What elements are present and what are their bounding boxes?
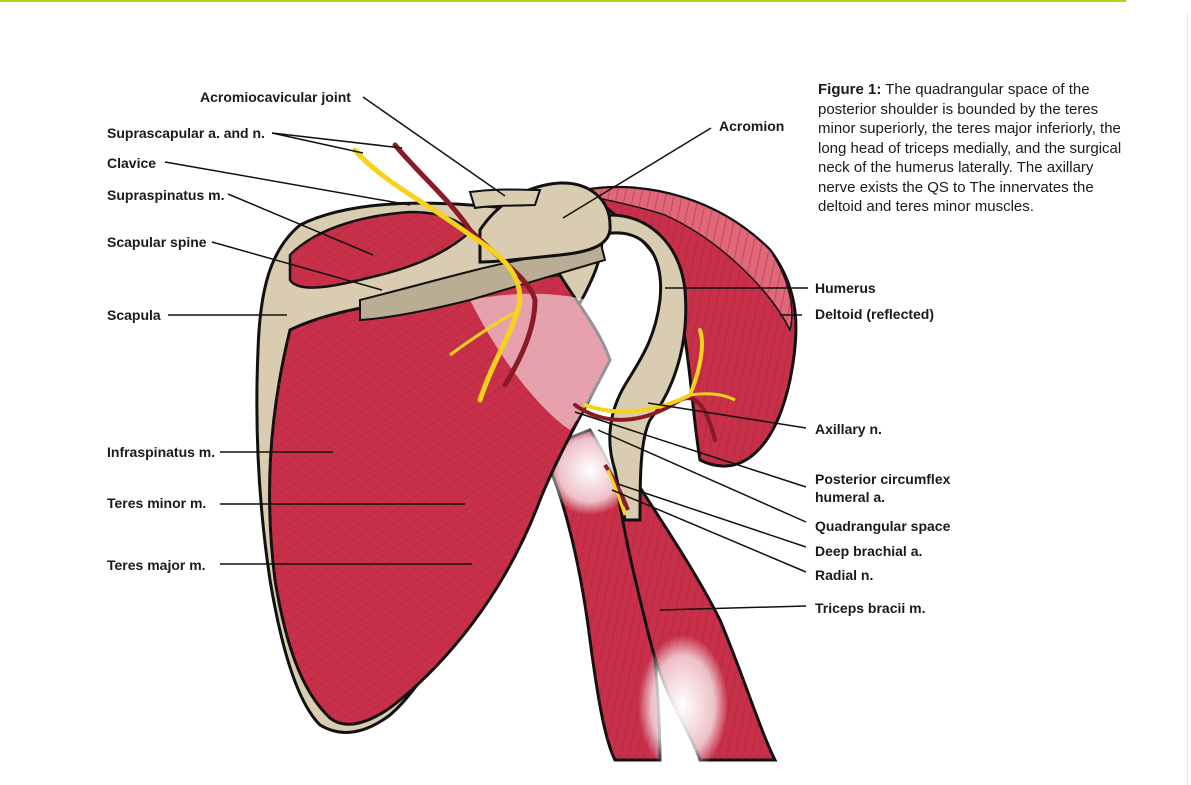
- label-posterior-circumflex-line1: Posterior circumflex: [815, 471, 951, 487]
- figure-caption: Figure 1: The quadrangular space of the …: [818, 80, 1128, 217]
- label-deltoid: Deltoid (reflected): [815, 306, 935, 322]
- leader-quadrangular-space: [597, 429, 807, 523]
- label-humerus: Humerus: [815, 280, 876, 296]
- label-scapula: Scapula: [107, 307, 161, 323]
- leader-axillary: [647, 402, 807, 429]
- label-triceps: Triceps bracii m.: [815, 600, 926, 616]
- leader-lines: [164, 96, 808, 611]
- label-teres-minor: Teres minor m.: [107, 495, 207, 511]
- leader-radial: [611, 489, 807, 573]
- label-scapular-spine: Scapular spine: [107, 234, 207, 250]
- label-suprascapular: Suprascapular a. and n.: [107, 125, 265, 141]
- label-supraspinatus: Supraspinatus m.: [107, 187, 225, 203]
- caption-text: The quadrangular space of the posterior …: [818, 81, 1122, 215]
- leader-triceps: [659, 605, 807, 611]
- suprascapular-vessels: [352, 142, 538, 403]
- triceps-muscle: [537, 425, 778, 775]
- leader-acromion: [562, 127, 712, 219]
- right-divider: [1187, 12, 1188, 785]
- header-accent-line: [0, 0, 1126, 2]
- caption-label: Figure 1:: [818, 81, 882, 98]
- label-deep-brachial: Deep brachial a.: [815, 543, 923, 559]
- label-axillary: Axillary n.: [815, 421, 882, 437]
- label-infraspinatus: Infraspinatus m.: [107, 444, 216, 460]
- label-posterior-circumflex-line2: humeral a.: [815, 489, 886, 505]
- leader-suprascapular-n: [271, 132, 364, 154]
- humerus-bone: [597, 213, 688, 522]
- leader-suprascapular-a: [271, 132, 403, 149]
- axillary-vessels: [573, 328, 736, 442]
- leader-supraspinatus: [227, 193, 374, 256]
- leader-posterior-circumflex: [574, 411, 807, 488]
- supraspinatus-muscle: [288, 210, 472, 289]
- acromion-bone: [468, 181, 612, 264]
- label-acromioclavicular-joint: Acromiocavicular joint: [200, 89, 351, 105]
- leader-acromioclavicular: [362, 96, 506, 197]
- scapular-spine: [359, 238, 607, 322]
- leader-scapular-spine: [211, 241, 383, 291]
- leader-clavice: [164, 161, 411, 206]
- label-teres-major: Teres major m.: [107, 557, 206, 573]
- label-radial: Radial n.: [815, 567, 874, 583]
- label-quadrangular-space: Quadrangular space: [815, 518, 951, 534]
- leader-deep-brachial: [617, 483, 807, 548]
- label-clavice: Clavice: [107, 155, 157, 171]
- label-acromion: Acromion: [719, 118, 785, 134]
